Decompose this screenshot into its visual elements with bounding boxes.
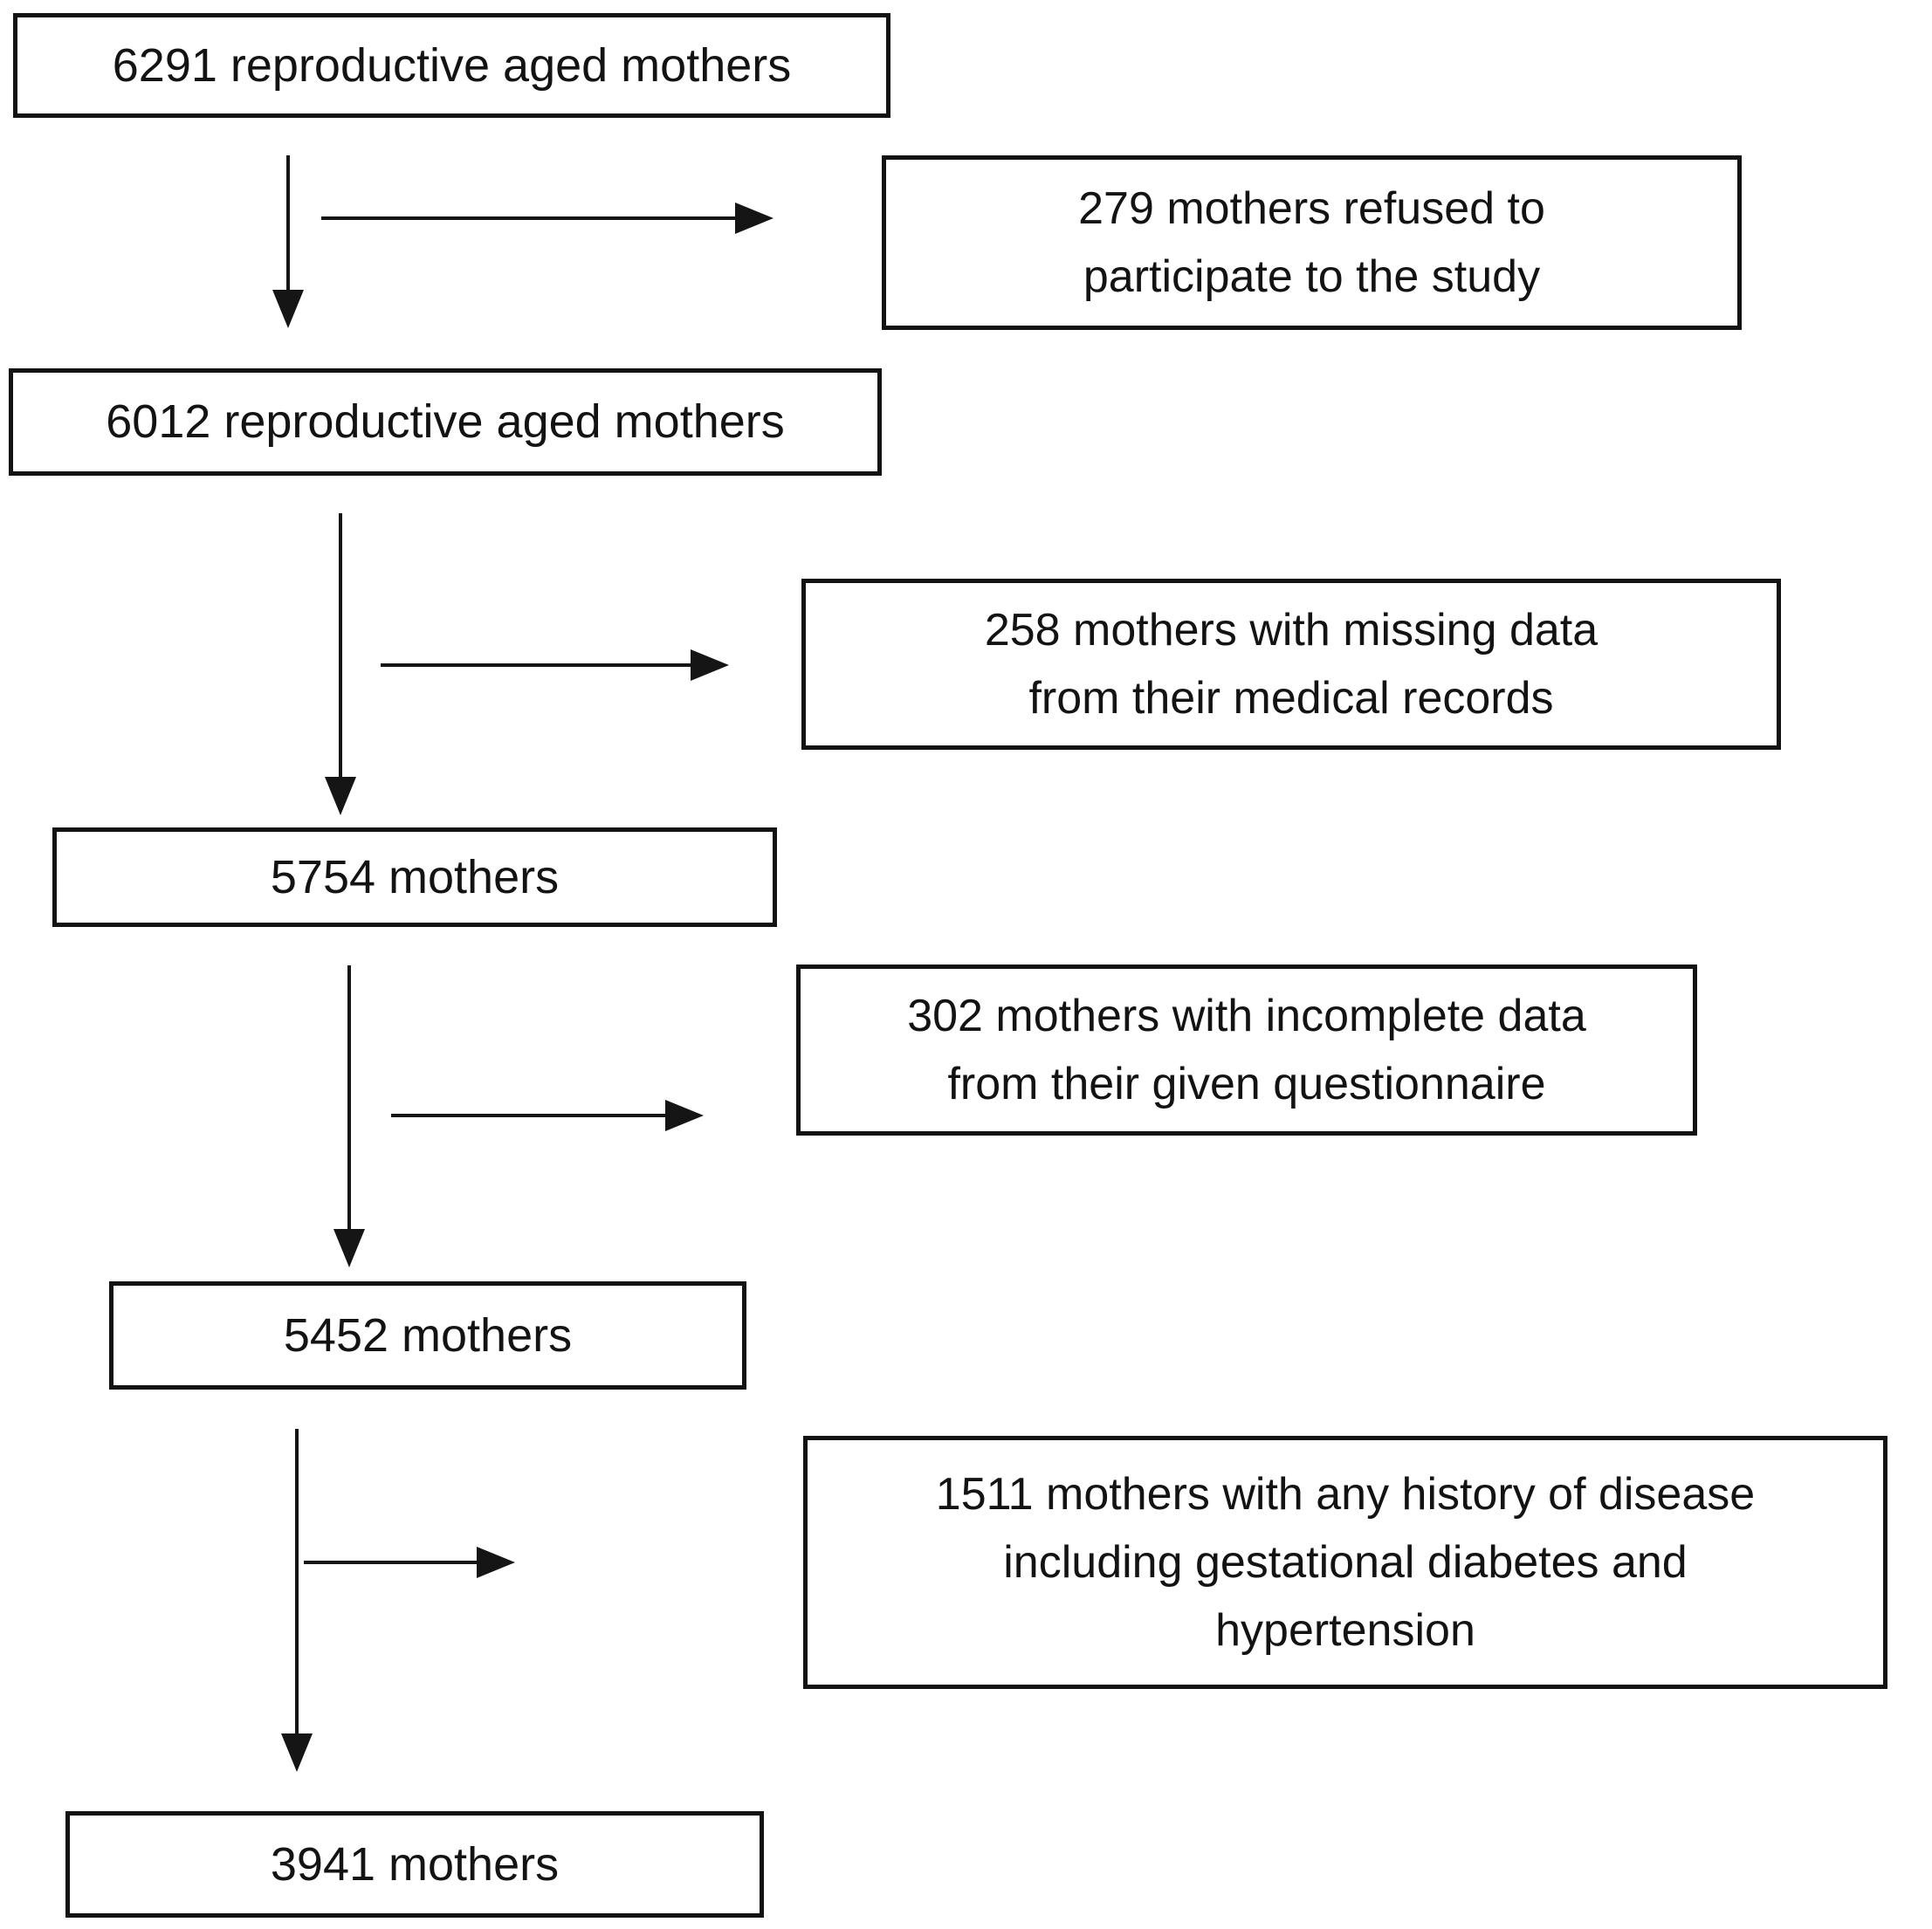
arrow-stage1-to-stage2 xyxy=(272,155,304,328)
arrow-stage3-to-stage4 xyxy=(333,965,365,1267)
arrow-stage2-to-stage3 xyxy=(325,513,356,815)
flow-box-stage-6291: 6291 reproductive aged mothers xyxy=(13,13,890,118)
flow-box-stage-6012-label: 6012 reproductive aged mothers xyxy=(106,395,785,449)
flow-box-stage-5754-label: 5754 mothers xyxy=(270,850,560,903)
flow-box-stage-6291-label: 6291 reproductive aged mothers xyxy=(112,38,792,92)
arrow-branch-exclusion-4 xyxy=(304,1547,515,1578)
exclusion-box-incomplete-data-302-label: 302 mothers with incomplete data from th… xyxy=(907,991,1586,1109)
arrow-branch-exclusion-2 xyxy=(381,649,729,681)
exclusion-box-missing-data-258: 258 mothers with missing data from their… xyxy=(801,579,1781,750)
exclusion-box-missing-data-258-label: 258 mothers with missing data from their… xyxy=(984,605,1599,724)
arrow-stage4-to-stage5 xyxy=(281,1429,313,1772)
exclusion-box-disease-history-1511-label: 1511 mothers with any history of disease… xyxy=(935,1469,1756,1656)
exclusion-box-refused-279: 279 mothers refused to participate to th… xyxy=(882,155,1742,330)
flow-box-stage-5452: 5452 mothers xyxy=(109,1281,746,1390)
exclusion-box-refused-279-label: 279 mothers refused to participate to th… xyxy=(1078,183,1545,302)
exclusion-box-incomplete-data-302: 302 mothers with incomplete data from th… xyxy=(796,964,1697,1136)
flow-box-stage-3941-label: 3941 mothers xyxy=(270,1837,560,1891)
arrow-branch-exclusion-3 xyxy=(391,1100,704,1131)
flow-box-stage-5754: 5754 mothers xyxy=(52,827,777,927)
flow-box-stage-3941: 3941 mothers xyxy=(65,1811,764,1918)
arrow-branch-exclusion-1 xyxy=(321,203,773,234)
flow-box-stage-6012: 6012 reproductive aged mothers xyxy=(9,368,882,476)
flow-box-stage-5452-label: 5452 mothers xyxy=(283,1308,573,1362)
exclusion-box-disease-history-1511: 1511 mothers with any history of disease… xyxy=(803,1436,1887,1689)
